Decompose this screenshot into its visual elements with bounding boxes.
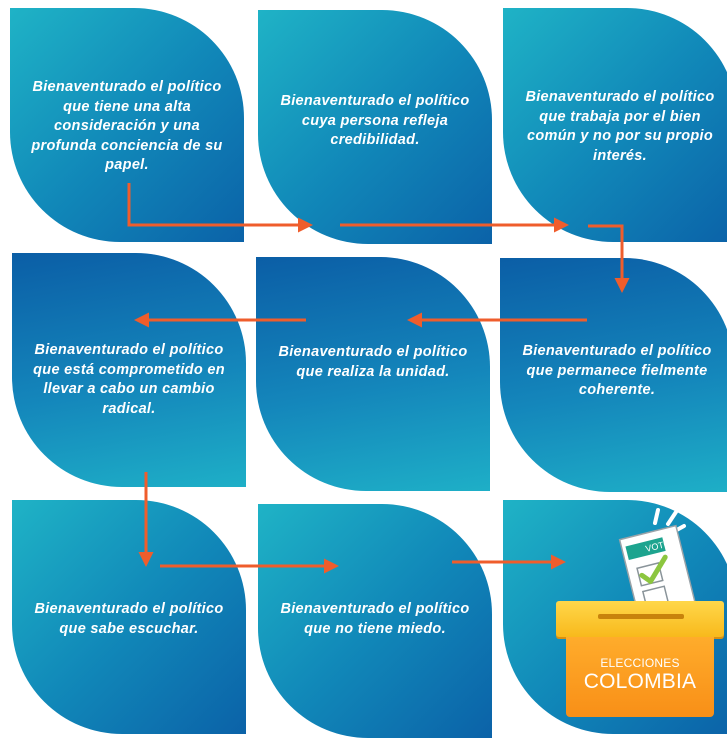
tile-6-text: Bienaventurado el político que está comp… [33, 342, 225, 417]
tile-3: Bienaventurado el político que trabaja p… [503, 8, 727, 242]
ballot-box-label-main: COLOMBIA [583, 670, 697, 693]
tile-1-text: Bienaventurado el político que tiene una… [31, 79, 223, 173]
tile-4: Bienaventurado el político que permanece… [500, 258, 727, 492]
tile-8: Bienaventurado el político que no tiene … [258, 504, 492, 738]
ballot-box-lid [556, 601, 724, 637]
tile-6: Bienaventurado el político que está comp… [12, 253, 246, 487]
tile-2-text: Bienaventurado el político cuya persona … [280, 93, 470, 148]
ballot-box-slot [598, 614, 684, 619]
tile-4-text: Bienaventurado el político que permanece… [522, 343, 712, 398]
tile-8-text: Bienaventurado el político que no tiene … [280, 601, 470, 637]
ballot-box-front [566, 637, 714, 717]
tile-5: Bienaventurado el político que realiza l… [256, 257, 490, 491]
tile-7-text: Bienaventurado el político que sabe escu… [34, 601, 224, 637]
tile-5-text: Bienaventurado el político que realiza l… [278, 344, 468, 380]
ballot-box-label-top: ELECCIONES [600, 656, 680, 670]
tile-3-text: Bienaventurado el político que trabaja p… [525, 89, 715, 164]
tile-7: Bienaventurado el político que sabe escu… [12, 500, 246, 734]
tile-1: Bienaventurado el político que tiene una… [10, 8, 244, 242]
tile-2: Bienaventurado el político cuya persona … [258, 10, 492, 244]
